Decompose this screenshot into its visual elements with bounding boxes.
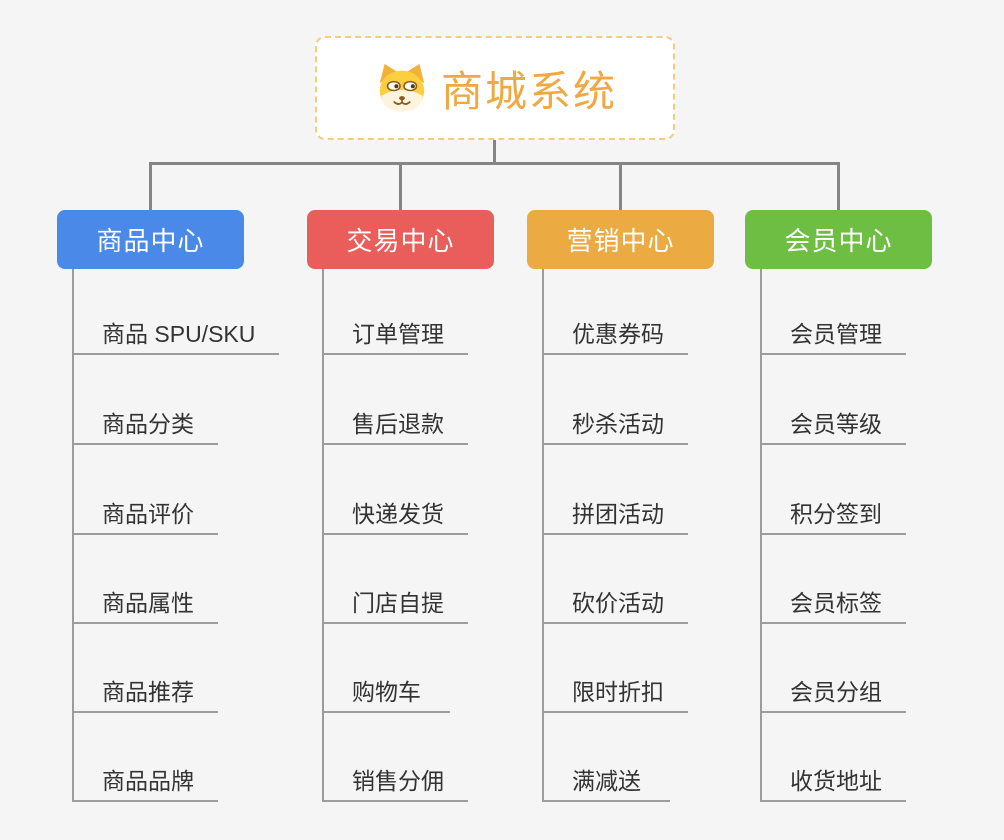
leaf-label: 商品 SPU/SKU xyxy=(102,321,256,347)
root-title: 商城系统 xyxy=(440,67,617,115)
dog-icon xyxy=(373,60,431,116)
leaf-label: 购物车 xyxy=(352,679,421,705)
branch-spine xyxy=(322,269,324,802)
leaf-node[interactable]: 限时折扣 xyxy=(542,669,688,713)
branch-node-1[interactable]: 交易中心 xyxy=(307,210,494,269)
branch-label: 会员中心 xyxy=(784,226,893,256)
leaf-node[interactable]: 砍价活动 xyxy=(542,580,688,624)
leaf-node[interactable]: 商品 SPU/SKU xyxy=(72,311,279,355)
root-node[interactable]: 商城系统 xyxy=(315,36,675,140)
leaf-label: 秒杀活动 xyxy=(572,411,664,437)
leaf-label: 积分签到 xyxy=(790,501,882,527)
connector-line xyxy=(619,162,622,210)
branch-node-2[interactable]: 营销中心 xyxy=(527,210,714,269)
leaf-label: 商品属性 xyxy=(102,590,194,616)
leaf-label: 满减送 xyxy=(572,768,641,794)
leaf-label: 优惠券码 xyxy=(572,321,664,347)
connector-line xyxy=(149,162,840,165)
leaf-node[interactable]: 门店自提 xyxy=(322,580,468,624)
leaf-label: 会员标签 xyxy=(790,590,882,616)
leaf-label: 会员等级 xyxy=(790,411,882,437)
leaf-label: 会员分组 xyxy=(790,679,882,705)
branch-label: 交易中心 xyxy=(346,226,455,256)
branch-node-3[interactable]: 会员中心 xyxy=(745,210,932,269)
branch-label: 营销中心 xyxy=(566,226,675,256)
leaf-node[interactable]: 会员标签 xyxy=(760,580,906,624)
leaf-node[interactable]: 售后退款 xyxy=(322,401,468,445)
leaf-node[interactable]: 积分签到 xyxy=(760,491,906,535)
leaf-node[interactable]: 优惠券码 xyxy=(542,311,688,355)
leaf-label: 快递发货 xyxy=(352,501,444,527)
leaf-label: 商品评价 xyxy=(102,501,194,527)
leaf-label: 限时折扣 xyxy=(572,679,664,705)
leaf-label: 商品推荐 xyxy=(102,679,194,705)
leaf-node[interactable]: 满减送 xyxy=(542,758,670,802)
leaf-node[interactable]: 商品评价 xyxy=(72,491,218,535)
leaf-node[interactable]: 商品推荐 xyxy=(72,669,218,713)
leaf-node[interactable]: 购物车 xyxy=(322,669,450,713)
leaf-node[interactable]: 会员分组 xyxy=(760,669,906,713)
branch-spine xyxy=(542,269,544,802)
leaf-node[interactable]: 收货地址 xyxy=(760,758,906,802)
leaf-node[interactable]: 商品品牌 xyxy=(72,758,218,802)
leaf-label: 商品品牌 xyxy=(102,768,194,794)
leaf-node[interactable]: 商品属性 xyxy=(72,580,218,624)
leaf-node[interactable]: 快递发货 xyxy=(322,491,468,535)
leaf-node[interactable]: 会员等级 xyxy=(760,401,906,445)
leaf-label: 拼团活动 xyxy=(572,501,664,527)
leaf-node[interactable]: 秒杀活动 xyxy=(542,401,688,445)
branch-spine xyxy=(72,269,74,802)
leaf-node[interactable]: 拼团活动 xyxy=(542,491,688,535)
connector-line xyxy=(837,162,840,210)
branch-label: 商品中心 xyxy=(96,226,205,256)
leaf-label: 售后退款 xyxy=(352,411,444,437)
branch-spine xyxy=(760,269,762,802)
leaf-node[interactable]: 销售分佣 xyxy=(322,758,468,802)
branch-node-0[interactable]: 商品中心 xyxy=(57,210,244,269)
leaf-label: 收货地址 xyxy=(790,768,882,794)
leaf-node[interactable]: 会员管理 xyxy=(760,311,906,355)
connector-line xyxy=(399,162,402,210)
leaf-label: 商品分类 xyxy=(102,411,194,437)
leaf-label: 订单管理 xyxy=(352,321,444,347)
connector-line xyxy=(492,140,496,165)
leaf-label: 销售分佣 xyxy=(352,768,444,794)
connector-line xyxy=(149,162,152,210)
leaf-label: 砍价活动 xyxy=(572,590,664,616)
leaf-node[interactable]: 订单管理 xyxy=(322,311,468,355)
leaf-node[interactable]: 商品分类 xyxy=(72,401,218,445)
leaf-label: 会员管理 xyxy=(790,321,882,347)
leaf-label: 门店自提 xyxy=(352,590,444,616)
